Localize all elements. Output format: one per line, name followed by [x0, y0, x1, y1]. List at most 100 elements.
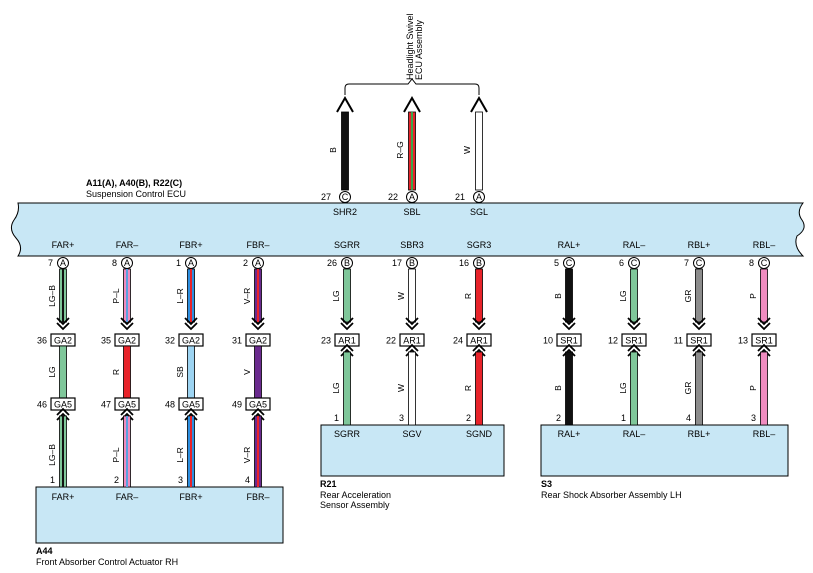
- bottom-wire-2-signal: FBR+: [179, 240, 202, 250]
- bottom-wire-2-lower-label: L–R: [175, 447, 185, 463]
- bottom-wire-2-chev2: [184, 407, 198, 421]
- bottom-wire-4-chev1-v1: [340, 322, 354, 331]
- bottom-wire-8-lower-body: [630, 351, 638, 426]
- bottom-wire-4-term-pin: 1: [334, 413, 339, 423]
- bottom-wire-4-lower-body: [343, 351, 351, 426]
- bottom-wire-8-lower-label: LG: [618, 382, 628, 393]
- bottom-wire-3-signal: FBR–: [246, 240, 269, 250]
- bottom-wire-10-lower-body: [760, 351, 768, 426]
- bottom-wire-3-lower-label: V–R: [242, 447, 252, 464]
- bottom-wire-9-j1-pin: 11: [674, 336, 683, 346]
- top-wire-2-arrow: [470, 95, 488, 113]
- top-wire-1-signal: SBL: [403, 207, 420, 217]
- bottom-wire-7-pin: 5: [554, 258, 559, 268]
- bottom-wire-6-chev2-v1: [472, 343, 486, 352]
- bottom-wire-6-upper: [475, 268, 483, 323]
- bottom-wire-9-conn-circle: [693, 257, 705, 269]
- bottom-wire-5-upper-body: [408, 268, 416, 323]
- bottom-wire-1-pin: 8: [112, 258, 117, 268]
- bottom-wire-3-middle-body: [254, 345, 262, 399]
- bottom-wire-4-upper: [343, 268, 351, 323]
- bottom-wire-0-chev1-v1: [56, 322, 70, 331]
- bottom-wire-0-chev2: [56, 407, 70, 421]
- bottom-wire-1-conn-letter: A: [124, 258, 130, 268]
- bottom-wire-9-upper: [695, 268, 703, 323]
- bottom-wire-7-lower-label: B: [553, 385, 563, 391]
- bottom-wire-2-middle: [187, 345, 195, 399]
- bottom-wire-1-upper-stripe: [126, 269, 128, 322]
- bottom-wire-2-chev2-v0: [184, 412, 198, 421]
- bottom-wire-7-j1-pin: 10: [543, 336, 553, 346]
- bottom-wire-2-j2-pin: 48: [165, 400, 175, 410]
- bottom-wire-5-chev1: [405, 317, 419, 331]
- bottom-wire-10-pin: 8: [749, 258, 754, 268]
- bottom-wire-0-j2-pin: 46: [37, 400, 47, 410]
- bottom-wire-9-term-signal: RBL+: [688, 429, 711, 439]
- bottom-wire-2-pin: 1: [176, 258, 181, 268]
- bottom-wire-7-conn-letter: C: [566, 258, 573, 268]
- bottom-wire-3-upper-stripe: [257, 269, 259, 322]
- bottom-wire-0-j1-pin: 36: [37, 336, 47, 346]
- bottom-wire-9-conn-letter: C: [696, 258, 703, 268]
- bottom-wire-1-chev1: [120, 317, 134, 331]
- bottom-wire-5-upper: [408, 268, 416, 323]
- bottom-wire-3-chev2-v0: [251, 412, 265, 421]
- bottom-wire-6-chev1-v1: [472, 322, 486, 331]
- bottom-wire-8-chev2: [627, 343, 641, 357]
- bottom-wire-0-lower-label: LG–B: [47, 444, 57, 466]
- bottom-wire-3-conn-circle: [252, 257, 264, 269]
- a44-id: A44: [36, 546, 53, 556]
- bottom-wire-0-upper: [59, 268, 67, 323]
- bottom-wire-9-chev2-v0: [692, 348, 706, 357]
- ecu-id: A11(A), A40(B), R22(C): [86, 178, 182, 188]
- ecu-name: Suspension Control ECU: [86, 189, 186, 199]
- bottom-wire-3-middle: [254, 345, 262, 399]
- bottom-wire-7-lower: [565, 351, 573, 426]
- bottom-wire-2-j1-pin: 32: [165, 336, 175, 346]
- bottom-wire-0-chev1-v0: [56, 317, 70, 326]
- bottom-wire-10-j1-pin: 13: [738, 336, 748, 346]
- bottom-wire-8-chev2-v1: [627, 343, 641, 352]
- bottom-wire-5-conn-letter: B: [409, 258, 415, 268]
- bottom-wire-2-conn-letter: A: [188, 258, 194, 268]
- bottom-wire-8-term-signal: RAL–: [623, 429, 646, 439]
- bottom-wire-2-chev1: [184, 317, 198, 331]
- top-wire-2: [475, 111, 483, 191]
- bottom-wire-2-term-pin: 3: [178, 475, 183, 485]
- top-wire-0-arrow: [336, 95, 354, 113]
- top-wire-2-color-label: W: [462, 146, 472, 154]
- bottom-wire-8-signal: RAL–: [623, 240, 646, 250]
- bottom-wire-9-chev1: [692, 317, 706, 331]
- bottom-wire-0-term-signal: FAR+: [52, 492, 75, 502]
- bottom-wire-1-upper: [123, 268, 131, 323]
- bottom-wire-4-chev2-v1: [340, 343, 354, 352]
- bottom-wire-1-term-pin: 2: [114, 475, 119, 485]
- top-wire-1: [408, 111, 416, 191]
- top-wire-0-color-label: B: [328, 147, 338, 153]
- bottom-wire-1-chev2-v1: [120, 407, 134, 416]
- bottom-wire-2-j2-code: GA5: [182, 400, 200, 410]
- bottom-wire-9-upper-body: [695, 268, 703, 323]
- bottom-wire-0-chev2-v0: [56, 412, 70, 421]
- bottom-wire-5-chev1-v0: [405, 317, 419, 326]
- bottom-wire-0-pin: 7: [48, 258, 53, 268]
- bottom-wire-0-conn-circle: [57, 257, 69, 269]
- bottom-wire-3-j2-code: GA5: [249, 400, 267, 410]
- bottom-wire-7-chev2-v1: [562, 343, 576, 352]
- bottom-wire-7-upper-body: [565, 268, 573, 323]
- bottom-wire-4-lower: [343, 351, 351, 426]
- bottom-wire-10-signal: RBL–: [753, 240, 776, 250]
- bottom-wire-7-upper-label: B: [553, 293, 563, 299]
- bottom-wire-7-chev1-v1: [562, 322, 576, 331]
- bottom-wire-1-j2-code: GA5: [118, 400, 136, 410]
- bottom-wire-5-upper-label: W: [396, 292, 406, 300]
- bottom-wire-6-upper-label: R: [463, 293, 473, 299]
- bottom-wire-6-j1-code: AR1: [470, 336, 488, 346]
- bottom-wire-8-conn-circle: [628, 257, 640, 269]
- bottom-wire-5-lower-label: W: [396, 384, 406, 392]
- bottom-wire-1-lower-label: P–L: [111, 447, 121, 462]
- bottom-wire-6-upper-body: [475, 268, 483, 323]
- bottom-wire-0-upper-stripe: [62, 269, 64, 322]
